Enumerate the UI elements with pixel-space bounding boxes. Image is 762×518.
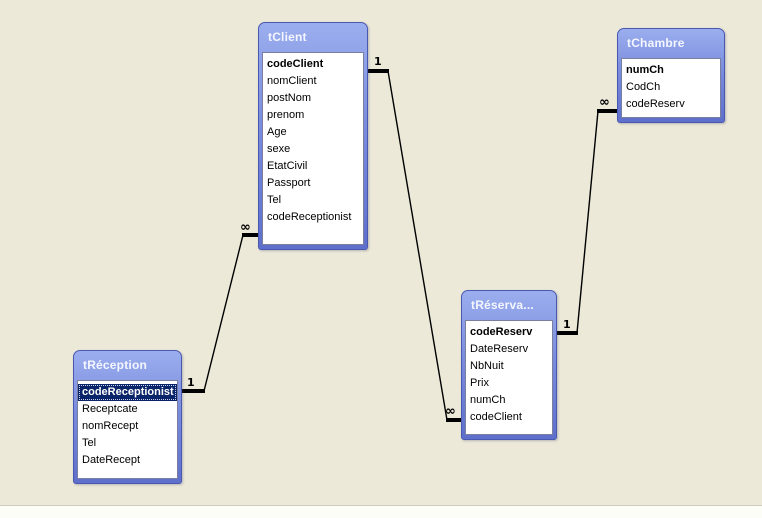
field-row-Tel[interactable]: Tel [267,194,282,206]
field-row-Tel[interactable]: Tel [82,437,97,449]
field-row-numCh[interactable]: numCh [626,64,664,76]
table-title[interactable]: tChambre [627,36,685,50]
field-row-DateRecept[interactable]: DateRecept [82,454,141,466]
field-row-sexe[interactable]: sexe [267,143,291,155]
field-row-prenom[interactable]: prenom [267,109,305,121]
cardinality-many-label: ∞ [240,220,251,235]
table-tclient[interactable]: tClient codeClient nomClient postNom prenom… [258,22,368,250]
field-row-codeReserv[interactable]: codeReserv [626,98,685,110]
relationship-treserva-tchambre[interactable]: 1 ∞ [557,95,617,335]
field-row-codeClient[interactable]: codeClient [267,58,324,70]
table-title[interactable]: tRéserva... [471,298,534,312]
relationship-tclient-treserva[interactable]: 1 ∞ [368,55,461,422]
relationship-treception-tclient[interactable]: 1 ∞ [182,220,259,393]
field-row-nomRecept[interactable]: nomRecept [82,420,139,432]
field-row-postNom[interactable]: postNom [267,92,312,104]
relationship-line[interactable] [576,110,599,334]
field-row-codeReceptionist[interactable]: codeReceptionist [78,384,177,401]
field-row-codeClient[interactable]: codeClient [470,411,522,423]
field-row-codeReceptionist[interactable]: codeReceptionist [267,211,352,223]
cardinality-many-label: ∞ [599,95,610,110]
field-row-DateReserv[interactable]: DateReserv [470,343,529,355]
field-row-Receptcate[interactable]: Receptcate [82,403,138,415]
field-row-NbNuit[interactable]: NbNuit [470,360,504,372]
relationship-line[interactable] [387,70,448,421]
table-title[interactable]: tClient [268,30,307,44]
field-row-nomClient[interactable]: nomClient [267,75,317,87]
field-row-codeReserv[interactable]: codeReserv [470,326,533,338]
field-row-Passport[interactable]: Passport [267,177,311,189]
cardinality-one-label: 1 [374,55,382,68]
relationship-line[interactable] [203,234,244,392]
cardinality-many-label: ∞ [445,404,456,419]
cardinality-one-label: 1 [563,318,571,331]
field-row-Age[interactable]: Age [267,126,287,138]
cardinality-one-label: 1 [187,376,195,389]
field-row-Prix[interactable]: Prix [470,377,489,389]
table-title[interactable]: tRéception [83,358,148,372]
field-row-EtatCivil[interactable]: EtatCivil [267,160,308,172]
bottom-strip [0,505,762,518]
field-row-CodCh[interactable]: CodCh [626,81,661,93]
field-row-numCh[interactable]: numCh [470,394,506,406]
